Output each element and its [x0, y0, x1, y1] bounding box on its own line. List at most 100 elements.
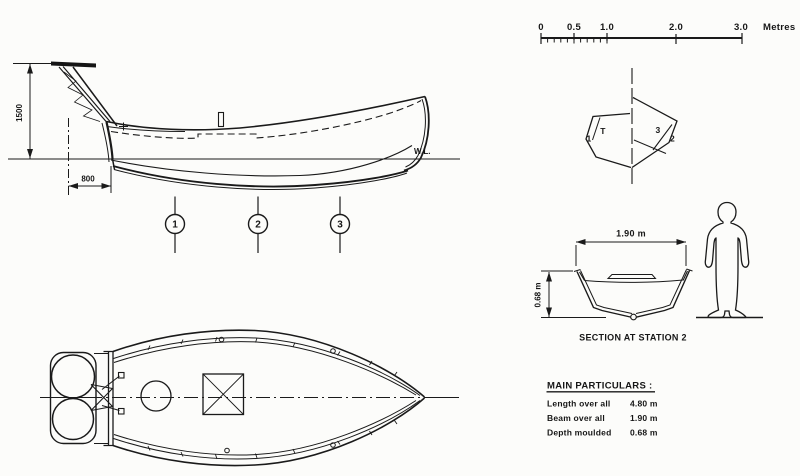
station-markers: 1 2 3 — [164, 196, 351, 253]
plan-frame-ticks-port — [147, 336, 398, 376]
square-hatch — [202, 373, 245, 416]
plan-gunwale-mid-starboard — [113, 400, 421, 460]
plan-gunwale-inner-port — [113, 341, 417, 396]
particular-label: Depth moulded — [547, 428, 611, 438]
dimension-1500-arrows — [27, 64, 33, 159]
station-1-label: 1 — [172, 220, 178, 231]
plan-view — [40, 329, 459, 467]
particular-label: Length over all — [547, 399, 610, 409]
stern-drum-assembly — [49, 351, 125, 445]
body-plan-right-inner-lines — [633, 124, 673, 155]
cradle-connectors — [52, 353, 109, 444]
rowlock-starboard-fwd — [330, 442, 336, 448]
dimension-800: 800 — [68, 118, 112, 196]
section-caption: SECTION AT STATION 2 — [579, 333, 687, 343]
deck-fitting-mark — [119, 122, 128, 131]
particular-value: 4.80 m — [630, 399, 658, 409]
rowlock-port-aft — [218, 336, 225, 343]
dimension-800-arrows — [68, 183, 111, 189]
truss-inner-rail — [72, 66, 118, 127]
body-plan-left-outline — [585, 112, 632, 169]
chine-line — [110, 145, 413, 177]
stern-truss — [51, 61, 118, 170]
main-particulars-title: MAIN PARTICULARS : — [547, 381, 653, 392]
stern-post — [105, 121, 114, 160]
scale-label-10: 1.0 — [600, 22, 614, 33]
deck-post — [217, 111, 225, 128]
rowlock-port-fwd — [330, 348, 336, 354]
transom-caps — [103, 350, 114, 447]
stern-platform — [51, 61, 96, 68]
dimension-1500-label: 1500 — [15, 104, 24, 122]
body-plan-label-3: 3 — [656, 125, 661, 135]
station-3-label: 3 — [337, 220, 343, 231]
particulars-row-depth: Depth moulded 0.68 m — [547, 428, 658, 438]
plan-gunwale-outer-starboard — [112, 397, 426, 467]
station-marker-3: 3 — [329, 196, 351, 253]
bolt-pad-port — [117, 371, 125, 379]
body-plan-label-2: 2 — [670, 134, 675, 144]
body-plan-right-outline — [631, 96, 678, 169]
scale-bar-major-ticks — [540, 33, 743, 44]
particular-value: 1.90 m — [630, 413, 658, 423]
dimension-1500: 1500 — [13, 63, 52, 159]
stern-post-inner — [101, 122, 110, 163]
scale-label-30: 3.0 — [734, 22, 748, 33]
station-2-label: 2 — [255, 220, 261, 231]
scale-bar-minor-ticks — [547, 38, 608, 44]
deck-dashed-line — [110, 100, 422, 139]
transom — [107, 351, 114, 446]
section-hull — [573, 268, 693, 321]
profile-hull — [106, 95, 430, 190]
dimension-800-label: 800 — [81, 175, 95, 184]
station-marker-1: 1 — [164, 196, 186, 253]
section-gunwale-caps — [573, 268, 693, 281]
keel-line — [112, 165, 409, 188]
stem-inner — [405, 98, 426, 168]
plan-frame-ticks-starboard — [147, 420, 398, 460]
station-marker-2: 2 — [247, 196, 269, 253]
scale-bar: 0 0.5 1.0 2.0 3.0 Metres — [538, 22, 795, 44]
plan-gunwale-mid-port — [113, 337, 421, 396]
section-hull-inner — [580, 269, 687, 314]
dimension-depth: 0.68 m — [534, 270, 606, 318]
bracket-stays — [101, 375, 120, 411]
section-keel-circle — [630, 313, 637, 321]
dimension-beam: 1.90 m — [575, 229, 687, 266]
dimension-depth-arrows — [546, 272, 552, 317]
waterline-label: W.L. — [414, 147, 430, 156]
scale-label-20: 2.0 — [669, 22, 683, 33]
square-hatch-frame — [202, 373, 245, 416]
main-particulars: MAIN PARTICULARS : Length over all 4.80 … — [546, 381, 658, 438]
drum-lower — [51, 397, 95, 441]
sheer-line — [106, 95, 426, 131]
particular-value: 0.68 m — [630, 428, 658, 438]
station-3-circle — [329, 213, 351, 235]
bolt-pad-starboard — [117, 407, 125, 415]
body-plan-left-inner-line — [592, 117, 601, 141]
body-plan: 1 T 3 2 — [585, 68, 678, 186]
human-silhouette — [704, 201, 750, 319]
section-thwart — [584, 279, 684, 283]
human-figure — [696, 201, 763, 319]
transom-bracket — [90, 383, 113, 412]
round-hatch — [140, 380, 172, 412]
scale-unit-label: Metres — [763, 22, 795, 33]
square-hatch-diagonals — [202, 373, 244, 415]
section-view: 1.90 m 0.68 m SECTION AT STATION 2 — [534, 229, 693, 343]
section-coaming — [606, 274, 657, 279]
body-plan-label-t: T — [600, 126, 606, 136]
rowlock-starboard-aft — [224, 447, 230, 454]
rubbing-strake — [106, 126, 186, 132]
truss-bracing — [63, 71, 101, 122]
particulars-row-length: Length over all 4.80 m — [547, 399, 658, 409]
dimension-depth-label: 0.68 m — [534, 283, 543, 308]
body-plan-label-1: 1 — [587, 134, 592, 144]
particular-label: Beam over all — [547, 413, 605, 423]
plan-gunwale-inner-starboard — [113, 400, 417, 456]
scale-label-05: 0.5 — [567, 22, 582, 33]
station-2-circle — [247, 213, 269, 235]
particulars-row-beam: Beam over all 1.90 m — [547, 413, 658, 423]
